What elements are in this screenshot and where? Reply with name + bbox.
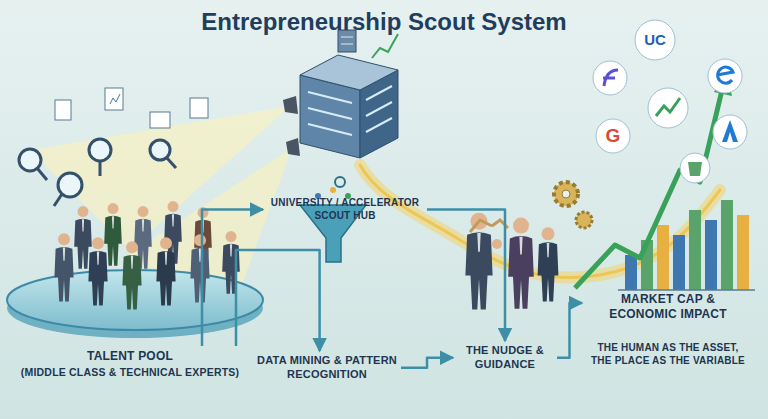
stage-label-box: THE NUDGE & GUIDANCE xyxy=(453,341,557,375)
stage-label-box: DATA MINING & PATTERN RECOGNITION xyxy=(253,351,401,385)
company-logos xyxy=(593,20,747,183)
document-icons xyxy=(55,88,208,128)
stage-label-box: UNIVERSITY / ACCELERATOR SCOUT HUB xyxy=(263,194,427,225)
stage-heading: MARKET CAP & ECONOMIC IMPACT xyxy=(607,292,729,322)
gear-icons xyxy=(554,182,592,228)
magnifier-icons xyxy=(19,139,176,206)
stage-heading: DATA MINING & PATTERN RECOGNITION xyxy=(257,354,397,382)
logo-text: G xyxy=(596,125,630,147)
scout-hub-building xyxy=(283,30,398,158)
stage-heading: THE NUDGE & GUIDANCE xyxy=(457,344,553,372)
bar-chart xyxy=(618,200,755,290)
logo-text: UC xyxy=(635,31,675,48)
talent-people xyxy=(54,201,239,310)
flow-arrow xyxy=(427,210,505,342)
flow-arrow xyxy=(557,303,582,358)
handshake-people xyxy=(465,213,558,310)
flow-arrow xyxy=(236,250,320,351)
stage-subtext: (MIDDLE CLASS & TECHNICAL EXPERTS) xyxy=(14,366,246,379)
flow-arrow xyxy=(401,358,453,368)
stage-label-box: MARKET CAP & ECONOMIC IMPACT THE HUMAN AS… xyxy=(582,289,754,370)
stage-heading: UNIVERSITY / ACCELERATOR SCOUT HUB xyxy=(267,197,423,222)
growth-arrow xyxy=(575,70,732,288)
stage-label-box: TALENT POOL (MIDDLE CLASS & TECHNICAL EXP… xyxy=(10,346,250,382)
flow-arrow xyxy=(202,210,263,347)
stage-subtext: THE HUMAN AS THE ASSET, THE PLACE AS THE… xyxy=(586,342,750,367)
stage-heading: TALENT POOL xyxy=(14,349,246,364)
